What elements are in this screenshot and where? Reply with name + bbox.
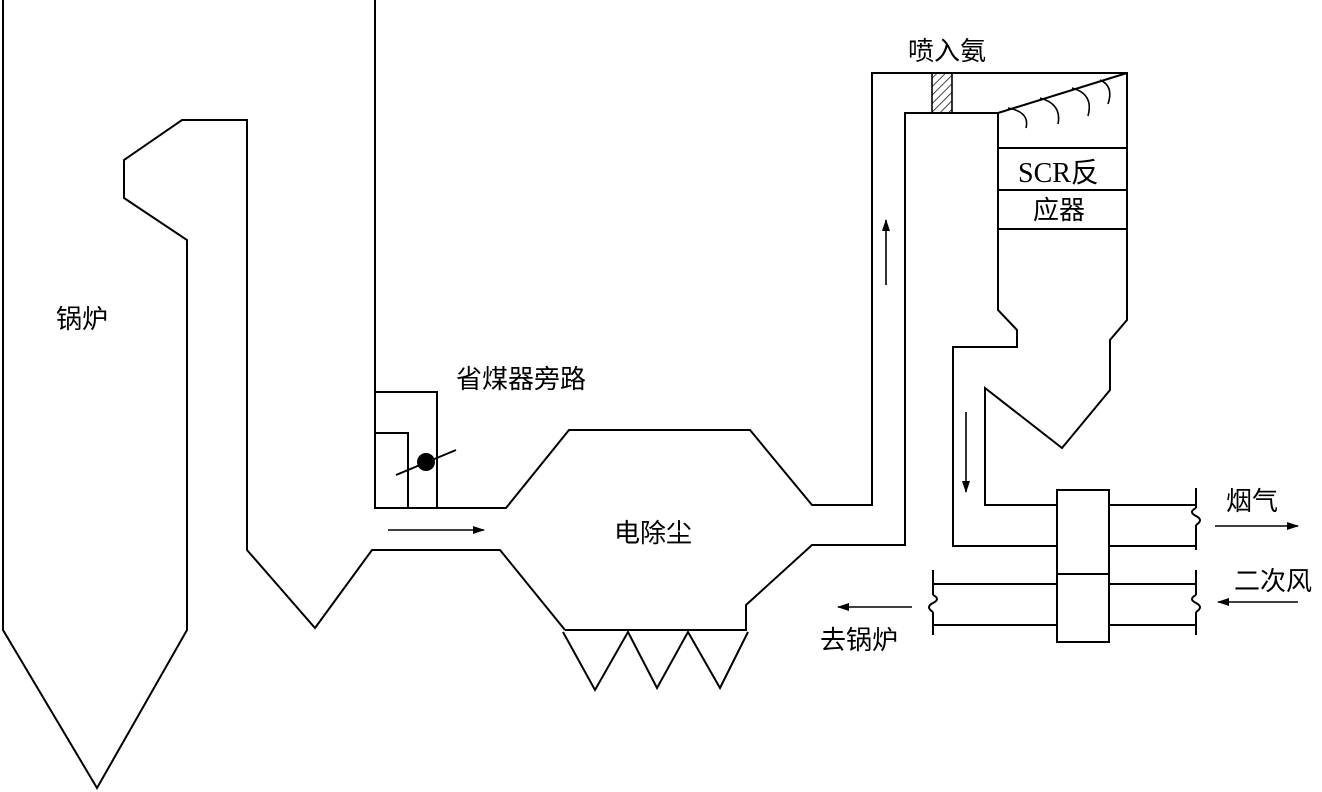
esp-hoppers xyxy=(562,629,749,693)
scr-reactor-label-2: 应器 xyxy=(1033,196,1085,226)
scr-reactor-label-1: SCR反 xyxy=(1018,157,1099,189)
ammonia-injection-grid xyxy=(931,72,953,114)
boiler-outer-wall xyxy=(2,0,566,790)
ammonia-injection-label: 喷入氨 xyxy=(908,37,986,67)
flue-gas-label: 烟气 xyxy=(1226,487,1278,517)
secondary-air-label: 二次风 xyxy=(1234,567,1312,597)
secondary-air-duct xyxy=(928,570,1201,635)
esp-label: 电除尘 xyxy=(614,519,692,549)
flue-gas-outlet-duct xyxy=(1109,488,1201,550)
economizer-bypass-label: 省煤器旁路 xyxy=(456,365,586,395)
boiler-label: 锅炉 xyxy=(56,305,108,335)
to-boiler-label: 去锅炉 xyxy=(820,626,898,656)
bypass-damper-pivot xyxy=(417,453,435,471)
flow-guide-vanes xyxy=(1007,79,1111,129)
air-preheater xyxy=(1056,489,1110,643)
economizer-bypass-duct xyxy=(375,391,438,508)
boiler-top-wall xyxy=(374,0,1128,509)
esp-lower-body xyxy=(565,112,1057,631)
scr-inlet-diagonal xyxy=(997,72,1128,114)
